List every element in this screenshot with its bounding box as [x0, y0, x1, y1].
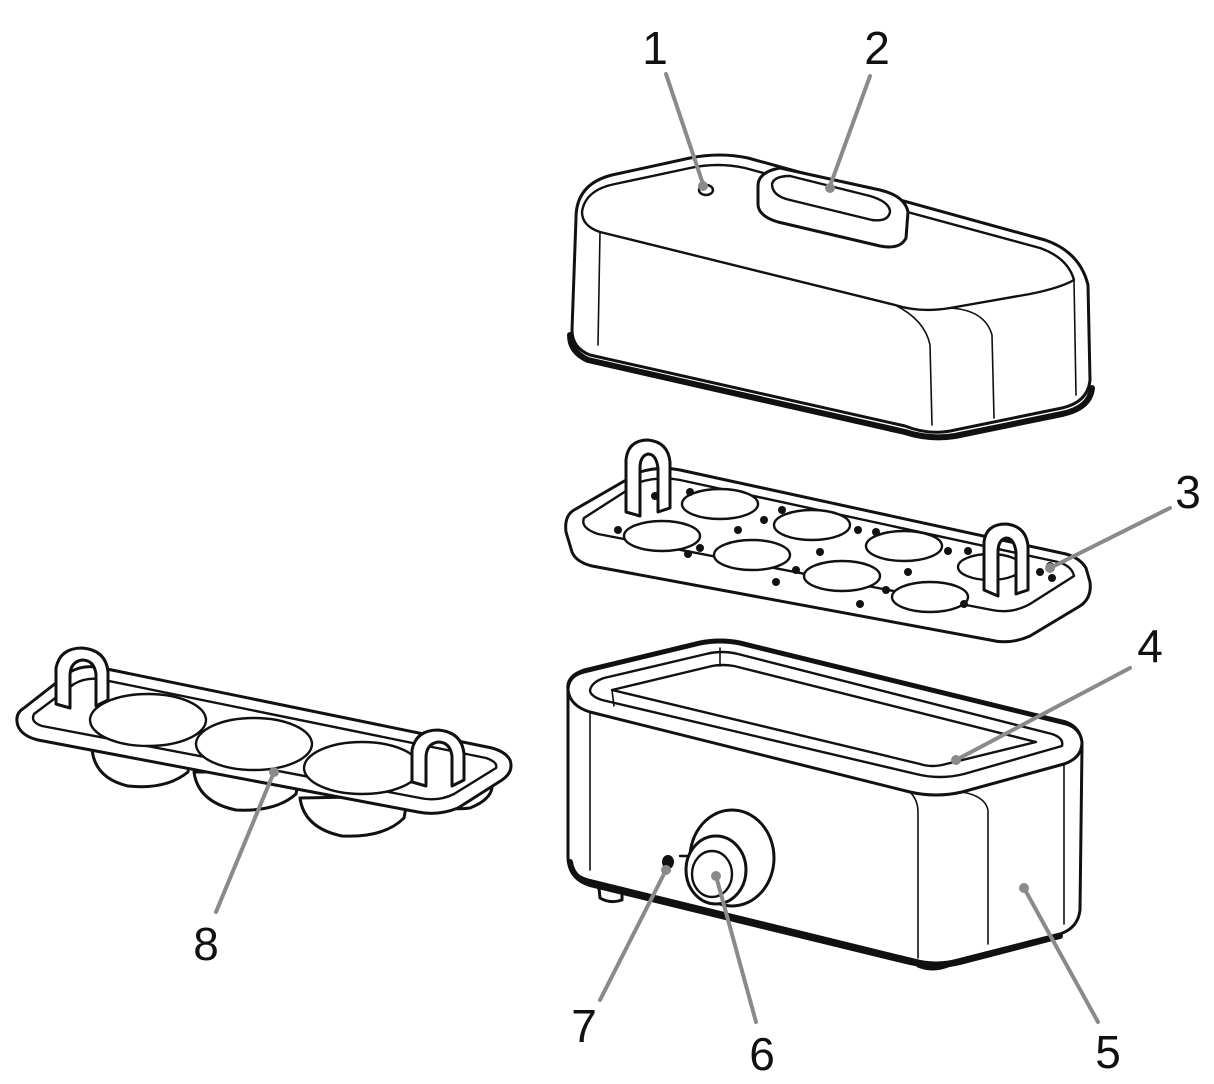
leader-tip-8 — [269, 767, 279, 777]
egg-hole — [302, 740, 422, 796]
egg-tray-large — [564, 438, 1092, 644]
egg-hole — [712, 538, 792, 572]
lid-edge-left — [597, 231, 601, 346]
egg-hole — [622, 519, 702, 553]
lid-handle — [756, 166, 910, 249]
callout-numbers: 1 2 3 4 5 6 7 8 — [193, 22, 1201, 1080]
callout-leaders — [214, 72, 1172, 1024]
steam-holes — [614, 488, 1056, 608]
base-rim-inner — [588, 650, 1064, 779]
leader-line-2 — [828, 74, 872, 188]
egg-tray-small-rim — [31, 677, 498, 801]
lid-handle-grip — [770, 174, 892, 222]
callout-number-4: 4 — [1137, 620, 1163, 672]
lid — [567, 153, 1095, 441]
leader-line-5 — [1022, 886, 1100, 1024]
control-knob-cap — [690, 849, 734, 899]
leader-tip-1 — [698, 181, 708, 191]
egg-hole — [864, 529, 944, 563]
callout-number-7: 7 — [571, 1000, 597, 1052]
lid-body — [570, 153, 1092, 434]
leader-tip-2 — [825, 183, 835, 193]
leader-tip-3 — [1045, 563, 1055, 573]
callout-number-2: 2 — [864, 22, 890, 74]
egg-tray-large-plate — [564, 466, 1092, 644]
leader-line-3 — [1048, 506, 1172, 570]
water-reservoir — [610, 663, 1038, 768]
leader-tip-6 — [711, 871, 721, 881]
lid-gasket — [567, 332, 1095, 441]
callout-number-1: 1 — [642, 22, 668, 74]
egg-tray-small-handle-left — [54, 646, 110, 710]
egg-tray-small-handle-right — [410, 728, 466, 788]
leader-tip-4 — [951, 755, 961, 765]
egg-tray-large-handle-right — [982, 522, 1030, 598]
egg-hole — [88, 692, 208, 748]
base-edge-front-right — [961, 791, 989, 945]
egg-hole — [194, 716, 314, 772]
leader-tip-7 — [661, 865, 671, 875]
leader-line-4 — [954, 666, 1132, 762]
egg-tray-large-handle-left — [624, 438, 672, 518]
base-unit — [566, 638, 1084, 971]
callout-number-5: 5 — [1095, 1026, 1121, 1078]
leader-line-6 — [714, 874, 758, 1024]
egg-hole — [772, 508, 852, 542]
callout-number-8: 8 — [193, 918, 219, 970]
callout-number-6: 6 — [749, 1028, 775, 1080]
base-bottom-trim — [567, 859, 1063, 968]
leader-tip-5 — [1019, 883, 1029, 893]
lid-edge-right — [1073, 279, 1077, 396]
control-knob — [684, 834, 748, 906]
callout-number-3: 3 — [1175, 466, 1201, 518]
egg-hole — [680, 487, 760, 521]
leader-line-1 — [664, 72, 705, 186]
lid-edge-front-right — [949, 307, 995, 419]
leader-line-8 — [214, 770, 276, 914]
lid-edge-front-left — [894, 304, 933, 426]
egg-hole — [802, 559, 882, 593]
base-edge-front-left — [909, 791, 919, 959]
leader-line-7 — [598, 868, 668, 1002]
egg-hole — [890, 580, 970, 614]
egg-tray-small — [15, 646, 513, 838]
water-reservoir-wall — [611, 689, 615, 707]
